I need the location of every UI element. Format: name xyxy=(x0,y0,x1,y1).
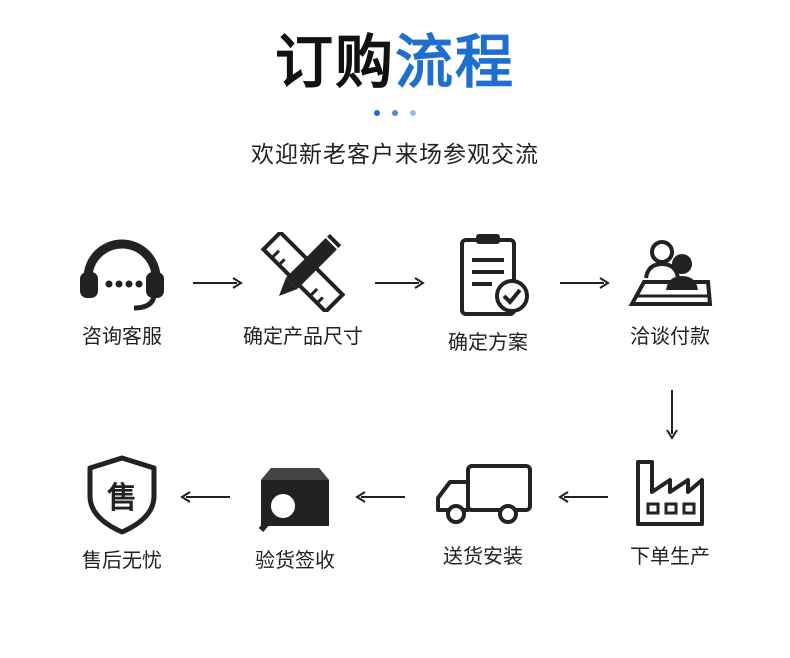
step-consult: 咨询客服 xyxy=(47,232,197,350)
dot-2 xyxy=(392,110,398,116)
box-inspect-icon xyxy=(258,468,329,532)
arrow-right-icon xyxy=(375,277,425,289)
step-size: 确定产品尺寸 xyxy=(228,232,378,350)
step-payment: 洽谈付款 xyxy=(595,232,745,350)
step-produce: 下单生产 xyxy=(595,452,745,570)
arrow-left-icon xyxy=(180,491,230,503)
delivery-truck-icon xyxy=(436,464,532,524)
clipboard-check-icon xyxy=(460,234,529,316)
step-plan: 确定方案 xyxy=(413,232,563,356)
pencil-ruler-icon xyxy=(260,232,346,312)
step-label: 验货签收 xyxy=(255,548,335,572)
subtitle: 欢迎新老客户来场参观交流 xyxy=(251,142,539,168)
step-label: 确定方案 xyxy=(448,330,528,354)
arrow-left-icon xyxy=(558,491,608,503)
step-label: 确定产品尺寸 xyxy=(243,324,363,348)
shield-glyph: 售 xyxy=(107,481,137,516)
page-title: 订购流程 xyxy=(0,22,790,102)
meeting-people-icon xyxy=(628,240,713,306)
step-label: 下单生产 xyxy=(630,544,710,568)
step-label: 售后无忧 xyxy=(82,548,162,572)
headset-icon xyxy=(80,239,164,311)
step-label: 咨询客服 xyxy=(82,324,162,348)
arrow-right-icon xyxy=(560,277,610,289)
step-delivery: 送货安装 xyxy=(408,452,558,570)
title-dark-part: 订购 xyxy=(274,28,395,96)
step-after-sales: 售 售后无忧 xyxy=(47,452,197,574)
arrow-left-icon xyxy=(355,491,405,503)
step-inspect: 验货签收 xyxy=(220,452,370,574)
arrow-right-icon xyxy=(193,277,243,289)
arrow-down-icon xyxy=(666,390,678,440)
step-label: 送货安装 xyxy=(443,544,523,568)
factory-icon xyxy=(636,460,704,526)
dot-1 xyxy=(374,110,380,116)
title-dots xyxy=(0,110,790,116)
title-blue-part: 流程 xyxy=(395,28,516,96)
step-label: 洽谈付款 xyxy=(630,324,710,348)
dot-3 xyxy=(410,110,416,116)
shield-after-sales-icon: 售 xyxy=(87,455,157,535)
